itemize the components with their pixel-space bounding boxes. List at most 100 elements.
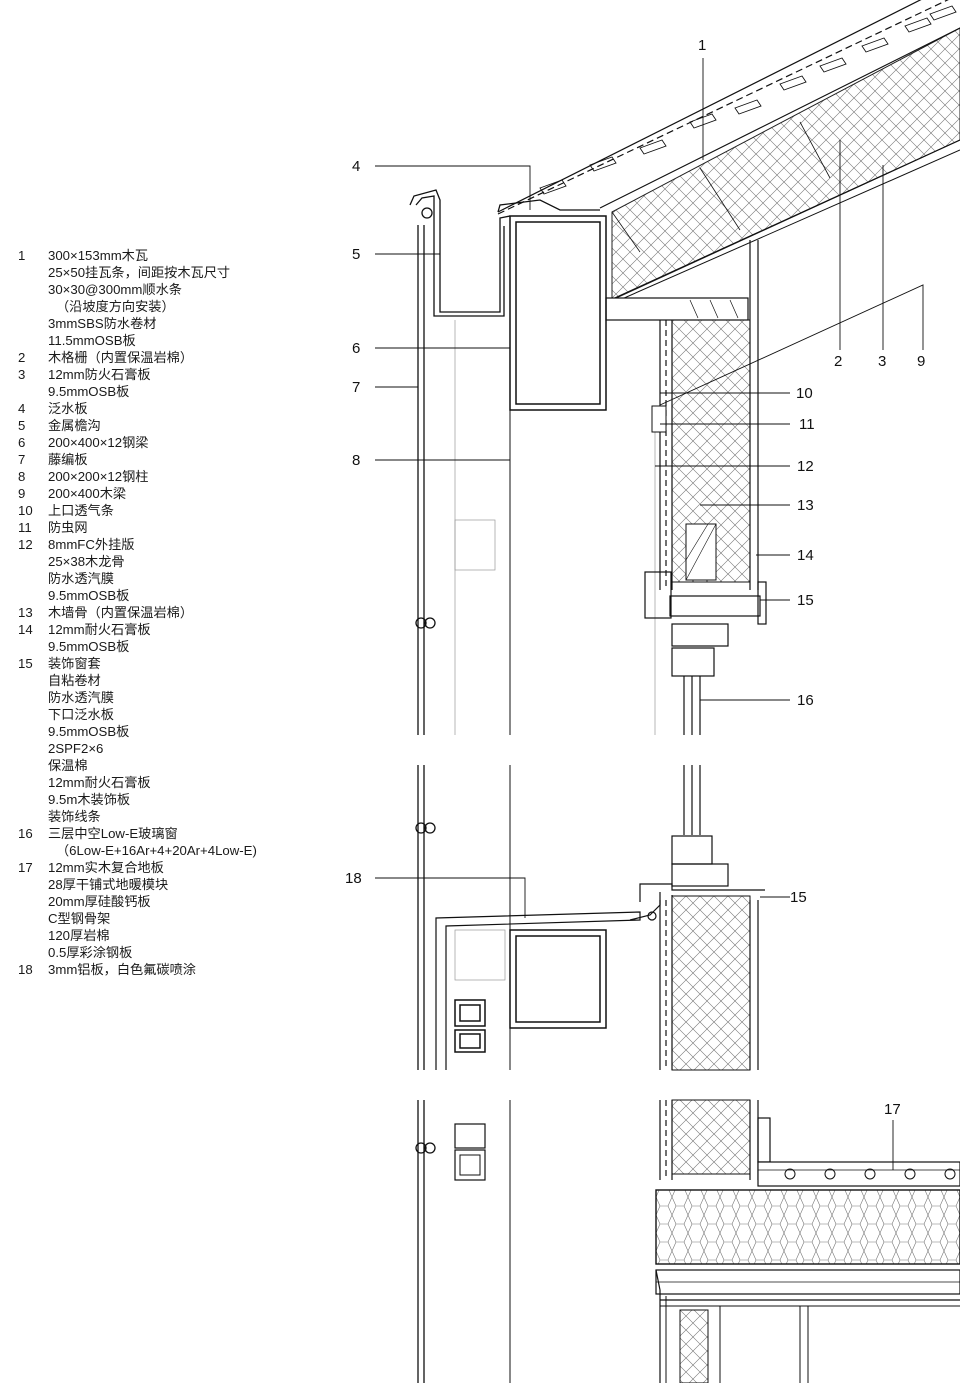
triple-glazing bbox=[683, 676, 701, 835]
steel-beam-lower bbox=[454, 929, 607, 1053]
legend-line: 12mm耐火石膏板 bbox=[48, 622, 151, 637]
wood-shingles bbox=[539, 5, 957, 195]
legend-item: 5 金属檐沟 bbox=[18, 417, 348, 434]
legend-line: 9.5mmOSB板 bbox=[48, 588, 130, 603]
legend-number: 7 bbox=[18, 452, 26, 467]
legend-number: 15 bbox=[18, 656, 33, 671]
legend-number: 16 bbox=[18, 826, 33, 841]
legend-item: 3 12mm防火石膏板 9.5mmOSB板 bbox=[18, 366, 348, 400]
legend-line: 12mm防火石膏板 bbox=[48, 367, 151, 382]
legend-number: 4 bbox=[18, 401, 26, 416]
legend-line: 25×50挂瓦条，间距按木瓦尺寸 bbox=[48, 265, 231, 280]
legend-line: （沿坡度方向安装） bbox=[56, 299, 175, 314]
callout-4: 4 bbox=[352, 158, 360, 175]
legend-line: 9.5mmOSB板 bbox=[48, 384, 130, 399]
middle-wall bbox=[659, 895, 759, 1071]
window-head bbox=[644, 571, 767, 677]
legend-line: 上口透气条 bbox=[48, 503, 114, 518]
legend-number: 6 bbox=[18, 435, 26, 450]
legend-number: 5 bbox=[18, 418, 26, 433]
legend-line: 12mm耐火石膏板 bbox=[48, 775, 151, 790]
legend-line: 9.5mmOSB板 bbox=[48, 639, 130, 654]
callout-leaders bbox=[375, 58, 924, 1170]
legend-number: 11 bbox=[18, 520, 32, 535]
legend-number: 14 bbox=[18, 622, 33, 637]
legend-line: 木格栅（内置保温岩棉） bbox=[48, 350, 194, 365]
callout-16: 16 bbox=[797, 692, 814, 709]
callout-9: 9 bbox=[917, 353, 925, 370]
legend-line: 30×30@300mm顺水条 bbox=[48, 282, 182, 297]
legend-line: 装饰窗套 bbox=[48, 656, 101, 671]
legend-number: 3 bbox=[18, 367, 26, 382]
legend-line: 200×400×12钢梁 bbox=[48, 435, 149, 450]
legend-item: 6 200×400×12钢梁 bbox=[18, 434, 348, 451]
legend-item: 9 200×400木梁 bbox=[18, 485, 348, 502]
callout-12: 12 bbox=[797, 458, 814, 475]
lower-wall bbox=[454, 1099, 771, 1383]
upper-wall bbox=[651, 240, 759, 590]
legend-line: 防虫网 bbox=[48, 520, 88, 535]
legend-line: 防水透汽膜 bbox=[48, 571, 114, 586]
legend-line: 木墙骨（内置保温岩棉） bbox=[48, 605, 194, 620]
legend-line: 保温棉 bbox=[48, 758, 88, 773]
legend-item: 14 12mm耐火石膏板 9.5mmOSB板 bbox=[18, 621, 348, 655]
legend-line: 28厚干铺式地暖模块 bbox=[48, 877, 169, 892]
legend-line: 25×38木龙骨 bbox=[48, 554, 125, 569]
legend-line: 泛水板 bbox=[48, 401, 88, 416]
callout-11: 11 bbox=[799, 416, 815, 433]
roof-insulation bbox=[611, 27, 960, 301]
callout-2: 2 bbox=[834, 353, 842, 370]
callout-3: 3 bbox=[878, 353, 886, 370]
legend-number: 9 bbox=[18, 486, 26, 501]
callout-13: 13 bbox=[797, 497, 814, 514]
legend-line: 自粘卷材 bbox=[48, 673, 101, 688]
legend-number: 17 bbox=[18, 860, 33, 875]
legend-line: 8mmFC外挂版 bbox=[48, 537, 135, 552]
legend-item: 15 装饰窗套自粘卷材防水透汽膜下口泛水板 9.5mmOSB板 2SPF2×6 保温棉 1… bbox=[18, 655, 348, 825]
callout-1: 1 bbox=[698, 37, 706, 54]
callout-8: 8 bbox=[352, 452, 360, 469]
legend-number: 8 bbox=[18, 469, 26, 484]
rattan-panel bbox=[415, 225, 436, 1383]
legend-number: 18 bbox=[18, 962, 33, 977]
legend-line: 3mm铝板，白色氟碳喷涂 bbox=[48, 962, 196, 977]
legend-line: 9.5m木装饰板 bbox=[48, 792, 131, 807]
legend-line: 2SPF2×6 bbox=[48, 741, 104, 756]
legend-line: 下口泛水板 bbox=[48, 707, 114, 722]
aluminum-panel bbox=[435, 911, 641, 1070]
legend-number: 13 bbox=[18, 605, 33, 620]
legend-item: 11 防虫网 bbox=[18, 519, 348, 536]
legend-line: 0.5厚彩涂钢板 bbox=[48, 945, 133, 960]
legend-line: 12mm实木复合地板 bbox=[48, 860, 164, 875]
flashing-and-gutter bbox=[409, 189, 600, 317]
legend-line: 金属檐沟 bbox=[48, 418, 101, 433]
floor-assembly bbox=[655, 1161, 960, 1383]
callout-numbers: 1 2 3 4 5 6 7 8 9 10 11 12 13 14 15 15 1… bbox=[345, 37, 925, 1118]
legend-item: 1 300×153mm木瓦 25×50挂瓦条，间距按木瓦尺寸 30×30@300mm顺… bbox=[18, 247, 348, 349]
legend-line: 9.5mmOSB板 bbox=[48, 724, 130, 739]
callout-6: 6 bbox=[352, 340, 360, 357]
legend-line: 11.5mmOSB板 bbox=[48, 333, 136, 348]
legend: 1 300×153mm木瓦 25×50挂瓦条，间距按木瓦尺寸 30×30@300mm顺… bbox=[18, 247, 348, 978]
callout-10: 10 bbox=[796, 385, 813, 402]
legend-line: 200×400木梁 bbox=[48, 486, 127, 501]
legend-number: 1 bbox=[18, 248, 26, 263]
legend-line: 三层中空Low-E玻璃窗 bbox=[48, 826, 178, 841]
callout-14: 14 bbox=[797, 547, 814, 564]
legend-line: 300×153mm木瓦 bbox=[48, 248, 149, 263]
callout-15: 15 bbox=[797, 592, 814, 609]
legend-item: 18 3mm铝板，白色氟碳喷涂 bbox=[18, 961, 348, 978]
callout-5: 5 bbox=[352, 246, 360, 263]
legend-item: 4 泛水板 bbox=[18, 400, 348, 417]
window-sill bbox=[629, 835, 765, 921]
steel-beam bbox=[509, 215, 607, 411]
legend-line: 防水透汽膜 bbox=[48, 690, 114, 705]
